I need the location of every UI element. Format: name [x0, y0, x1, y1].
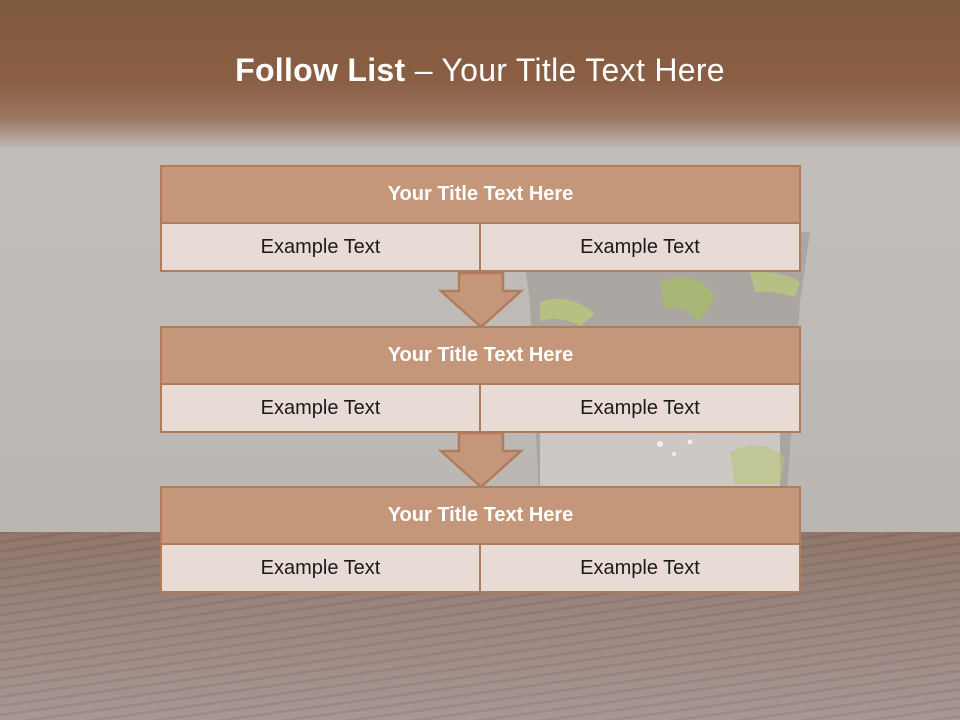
down-arrow-icon [438, 431, 524, 489]
block-3-heading: Your Title Text Here [160, 486, 801, 545]
title-band [0, 0, 960, 148]
list-block-3: Your Title Text Here Example Text Exampl… [160, 486, 801, 593]
block-3-right-text: Example Text [479, 543, 801, 593]
title-rest-part: – Your Title Text Here [405, 52, 725, 88]
block-3-left-text: Example Text [160, 543, 481, 593]
block-2-left-text: Example Text [160, 383, 481, 433]
list-block-2: Your Title Text Here Example Text Exampl… [160, 326, 801, 433]
block-2-right-text: Example Text [479, 383, 801, 433]
block-2-heading: Your Title Text Here [160, 326, 801, 385]
title-bold-part: Follow List [235, 52, 406, 88]
slide-title: Follow List – Your Title Text Here [0, 52, 960, 89]
block-1-left-text: Example Text [160, 222, 481, 272]
list-block-1: Your Title Text Here Example Text Exampl… [160, 165, 801, 272]
block-1-right-text: Example Text [479, 222, 801, 272]
block-1-heading: Your Title Text Here [160, 165, 801, 224]
down-arrow-icon [438, 271, 524, 329]
